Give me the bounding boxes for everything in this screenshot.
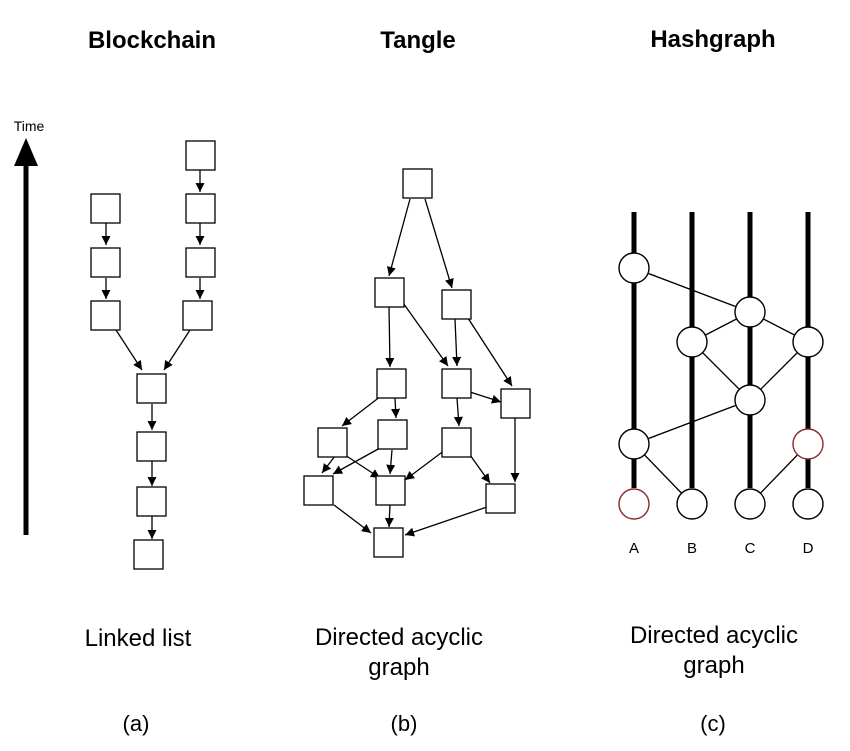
caption-line: graph xyxy=(368,654,430,681)
hashgraph-title: Hashgraph xyxy=(650,26,776,53)
member-label-c: C xyxy=(744,540,756,557)
transaction-node xyxy=(500,388,531,419)
event-node-highlighted xyxy=(618,488,650,520)
transaction-node xyxy=(441,427,472,458)
event-node xyxy=(618,428,650,460)
member-timelines xyxy=(631,212,811,488)
block-node xyxy=(136,373,167,404)
block-node xyxy=(90,300,121,331)
tangle-caption: Directed acyclic graph xyxy=(279,623,519,683)
block-node xyxy=(136,431,167,462)
event-node xyxy=(734,296,766,328)
member-label-a: A xyxy=(628,540,639,557)
block-node xyxy=(185,247,216,278)
transaction-node xyxy=(485,483,516,514)
blockchain-caption: Linked list xyxy=(18,624,258,654)
event-node xyxy=(792,326,824,358)
transaction-node xyxy=(303,475,334,506)
block-node xyxy=(185,140,216,171)
tangle-transactions xyxy=(303,168,531,558)
event-node xyxy=(734,384,766,416)
gossip-edges xyxy=(633,267,809,505)
member-label-b: B xyxy=(686,540,697,557)
blockchain-blocks xyxy=(90,140,216,570)
tangle-edges xyxy=(321,198,520,537)
transaction-node xyxy=(441,289,472,320)
block-node xyxy=(90,247,121,278)
event-node-highlighted xyxy=(792,428,824,460)
panel-b-label: (b) xyxy=(390,711,418,736)
caption-line: graph xyxy=(683,652,745,679)
transaction-node xyxy=(373,527,404,558)
block-node xyxy=(185,193,216,224)
tangle-diagram xyxy=(303,168,531,558)
caption-line: Directed acyclic xyxy=(314,624,484,651)
time-axis-arrow xyxy=(14,138,38,535)
hashgraph-events xyxy=(618,252,824,520)
event-node xyxy=(734,488,766,520)
blockchain-edges xyxy=(101,170,205,539)
event-node xyxy=(676,326,708,358)
block-node xyxy=(90,193,121,224)
time-axis-label: Time xyxy=(13,118,45,134)
panel-c-label: (c) xyxy=(700,711,726,736)
blockchain-title: Blockchain xyxy=(87,27,217,54)
transaction-node xyxy=(375,475,406,506)
transaction-node xyxy=(441,368,472,399)
hashgraph-diagram xyxy=(618,212,824,520)
blockchain-diagram xyxy=(90,140,216,570)
tangle-title: Tangle xyxy=(380,27,456,54)
block-node xyxy=(182,300,213,331)
transaction-node xyxy=(377,419,408,450)
transaction-node xyxy=(376,368,407,399)
block-node xyxy=(136,486,167,517)
member-label-d: D xyxy=(802,540,814,557)
hashgraph-caption: Directed acyclic graph xyxy=(594,621,834,681)
caption-line: Linked list xyxy=(84,625,192,652)
event-node xyxy=(676,488,708,520)
transaction-node xyxy=(402,168,433,199)
block-node xyxy=(133,539,164,570)
caption-line: Directed acyclic xyxy=(629,622,799,649)
panel-a-label: (a) xyxy=(122,711,150,736)
transaction-node xyxy=(374,277,405,308)
transaction-node xyxy=(317,427,348,458)
event-node xyxy=(792,488,824,520)
event-node xyxy=(618,252,650,284)
